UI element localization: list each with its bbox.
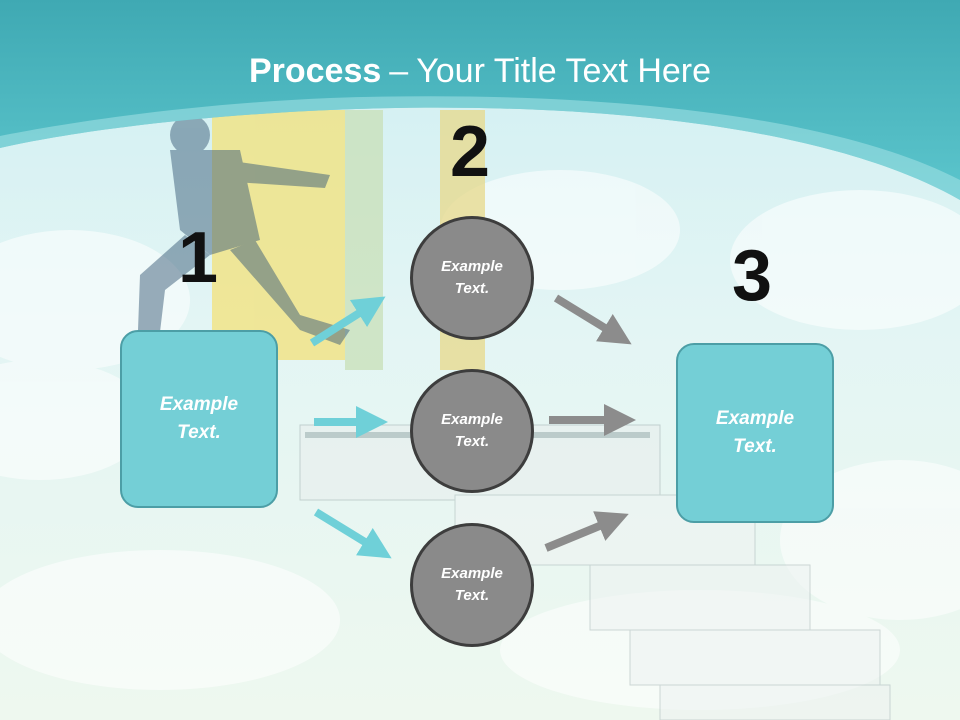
step-number-3: 3	[732, 236, 773, 316]
arrow-to-circle-3	[313, 508, 392, 559]
title-rest: Your Title Text Here	[416, 52, 712, 90]
step-3-line2: Text.	[733, 436, 777, 457]
step-3-line1: Example	[715, 407, 795, 429]
circle-1-line1: Example	[441, 257, 503, 275]
circle-3-line2: Text.	[454, 587, 490, 604]
step-1-line2: Text.	[177, 422, 221, 443]
circle-3-line1: Example	[441, 564, 503, 582]
step-1-line1: Example	[159, 393, 239, 415]
page-title: Process–Your Title Text Here	[0, 52, 960, 91]
arrow-to-circle-1	[309, 296, 386, 347]
step-number-1: 1	[178, 218, 219, 298]
header-highlight	[0, 96, 960, 200]
arrow-from-circle-1	[553, 294, 632, 345]
step-number-2: 2	[450, 112, 491, 192]
title-bold: Process	[248, 52, 382, 90]
jumping-man-illustration	[138, 115, 350, 345]
circle-2-line2: Text.	[454, 433, 490, 450]
title-dash: –	[389, 52, 409, 90]
circle-2-line1: Example	[441, 410, 503, 428]
arrow-from-circle-3	[544, 511, 629, 552]
circle-1-line2: Text.	[454, 280, 490, 297]
